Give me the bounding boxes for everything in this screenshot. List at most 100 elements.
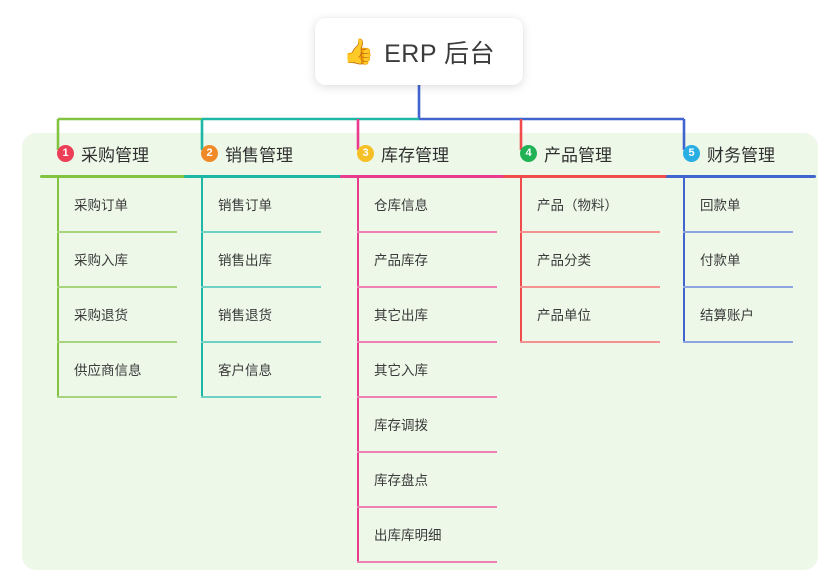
branch-number-badge: 3: [357, 144, 374, 162]
branch-item[interactable]: 采购入库: [40, 233, 200, 288]
branch-trunk-line: [357, 178, 359, 563]
thumbs-up-icon: 👍: [342, 37, 375, 66]
branch-column-4: 4 产品管理产品（物料） 产品分类产品单位: [503, 133, 683, 343]
branch-item-underline: [57, 396, 177, 398]
branch-item-underline: [357, 561, 497, 563]
branch-item-underline: [683, 231, 793, 233]
branch-item[interactable]: 产品库存: [340, 233, 520, 288]
branch-number-badge: 5: [683, 144, 700, 162]
branch-item-underline: [57, 231, 177, 233]
branch-item[interactable]: 供应商信息: [40, 343, 200, 398]
branch-item[interactable]: 销售退货: [184, 288, 344, 343]
branch-item[interactable]: 销售出库: [184, 233, 344, 288]
branch-item-label: 产品分类: [537, 253, 591, 268]
branch-items: 销售订单销售出库销售退货客户信息: [184, 178, 344, 398]
branch-number-badge: 2: [201, 144, 218, 162]
branch-trunk-line: [57, 178, 59, 398]
branch-item-label: 出库库明细: [374, 528, 442, 543]
branch-item[interactable]: 客户信息: [184, 343, 344, 398]
branch-items: 仓库信息产品库存其它出库其它入库库存调拨库存盘点出库库明细: [340, 178, 520, 563]
branch-underline: [666, 175, 816, 178]
branch-items: 回款单付款单结算账户: [666, 178, 816, 343]
branch-item-label: 其它入库: [374, 363, 428, 378]
branch-item-label: 销售退货: [218, 308, 272, 323]
branch-item[interactable]: 回款单: [666, 178, 816, 233]
branch-item[interactable]: 采购退货: [40, 288, 200, 343]
branch-item-label: 库存调拨: [374, 418, 428, 433]
branch-header-5[interactable]: 5 财务管理: [666, 133, 816, 173]
branch-number-badge: 1: [57, 144, 74, 162]
branch-title: 库存管理: [381, 145, 449, 165]
branch-title: 产品管理: [544, 145, 612, 165]
branch-column-3: 3 库存管理仓库信息产品库存其它出库其它入库库存调拨库存盘点出库库明细: [340, 133, 520, 563]
branch-item[interactable]: 产品单位: [503, 288, 683, 343]
branch-item-underline: [57, 341, 177, 343]
branch-item-underline: [357, 451, 497, 453]
branch-item-underline: [201, 231, 321, 233]
branch-title: 采购管理: [81, 145, 149, 165]
root-node[interactable]: 👍 ERP 后台: [315, 18, 523, 85]
branch-item-label: 产品单位: [537, 308, 591, 323]
branch-column-5: 5 财务管理回款单付款单结算账户: [666, 133, 816, 343]
branch-column-1: 1 采购管理采购订单采购入库采购退货供应商信息: [40, 133, 200, 398]
branch-item[interactable]: 其它出库: [340, 288, 520, 343]
branch-item-label: 仓库信息: [374, 198, 428, 213]
branch-item-underline: [357, 231, 497, 233]
branch-item-label: 回款单: [700, 198, 741, 213]
branch-item-label: 销售出库: [218, 253, 272, 268]
branch-trunk-line: [683, 178, 685, 343]
branch-item[interactable]: 产品（物料）: [503, 178, 683, 233]
branch-item-label: 客户信息: [218, 363, 272, 378]
branch-item-underline: [520, 341, 660, 343]
branch-title: 销售管理: [225, 145, 293, 165]
branch-header-1[interactable]: 1 采购管理: [40, 133, 200, 173]
branch-item-label: 采购退货: [74, 308, 128, 323]
branch-item[interactable]: 其它入库: [340, 343, 520, 398]
branch-item[interactable]: 销售订单: [184, 178, 344, 233]
branch-item[interactable]: 库存调拨: [340, 398, 520, 453]
branch-item-underline: [520, 231, 660, 233]
branch-item[interactable]: 付款单: [666, 233, 816, 288]
branch-item[interactable]: 出库库明细: [340, 508, 520, 563]
branch-item-label: 采购入库: [74, 253, 128, 268]
branch-column-2: 2 销售管理销售订单销售出库销售退货客户信息: [184, 133, 344, 398]
branch-item-underline: [520, 286, 660, 288]
root-title: ERP 后台: [384, 39, 496, 68]
branch-item-label: 库存盘点: [374, 473, 428, 488]
branch-number-badge: 4: [520, 144, 537, 162]
branch-item-label: 采购订单: [74, 198, 128, 213]
branch-item[interactable]: 采购订单: [40, 178, 200, 233]
branch-item-label: 其它出库: [374, 308, 428, 323]
branch-item-label: 销售订单: [218, 198, 272, 213]
branch-header-2[interactable]: 2 销售管理: [184, 133, 344, 173]
branch-item[interactable]: 仓库信息: [340, 178, 520, 233]
branch-item-underline: [357, 286, 497, 288]
branches-panel: [22, 133, 818, 570]
branch-underline: [503, 175, 683, 178]
branch-item[interactable]: 结算账户: [666, 288, 816, 343]
branch-item-underline: [201, 286, 321, 288]
branch-item-underline: [201, 341, 321, 343]
branch-item[interactable]: 产品分类: [503, 233, 683, 288]
branch-item-underline: [357, 341, 497, 343]
branch-item-label: 产品库存: [374, 253, 428, 268]
branch-item-underline: [57, 286, 177, 288]
branch-item-underline: [357, 396, 497, 398]
branch-item-underline: [683, 341, 793, 343]
branch-item[interactable]: 库存盘点: [340, 453, 520, 508]
branch-item-label: 供应商信息: [74, 363, 142, 378]
branch-items: 采购订单采购入库采购退货供应商信息: [40, 178, 200, 398]
branch-title: 财务管理: [707, 145, 775, 165]
branch-item-label: 产品（物料）: [537, 198, 618, 213]
branch-header-3[interactable]: 3 库存管理: [340, 133, 520, 173]
branch-trunk-line: [520, 178, 522, 343]
branch-underline: [340, 175, 520, 178]
branch-header-4[interactable]: 4 产品管理: [503, 133, 683, 173]
branch-trunk-line: [201, 178, 203, 398]
branch-item-label: 付款单: [700, 253, 741, 268]
branch-item-label: 结算账户: [700, 308, 754, 323]
branch-item-underline: [357, 506, 497, 508]
branch-underline: [184, 175, 344, 178]
